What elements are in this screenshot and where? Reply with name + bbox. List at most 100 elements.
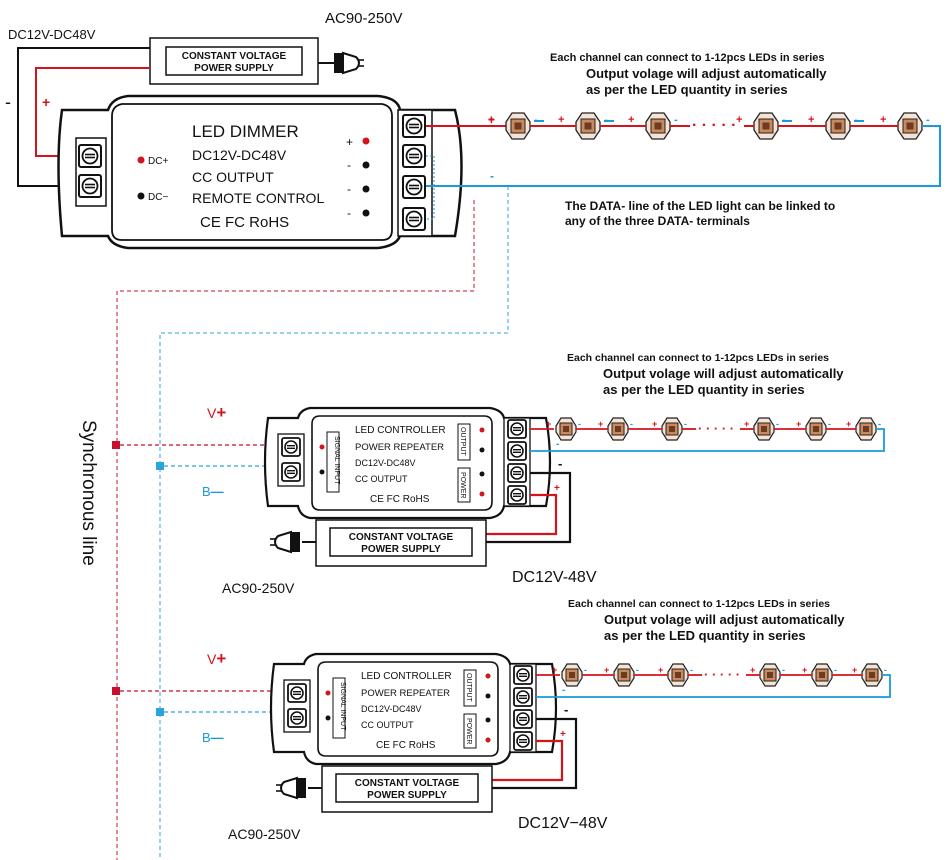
top-input-voltage-label: DC12V-DC48V — [8, 27, 96, 42]
top-led-icon — [645, 112, 671, 140]
led-minus-sign: - — [878, 419, 881, 429]
led-minus-sign: - — [674, 114, 678, 126]
led-plus-sign: + — [808, 114, 814, 126]
repeater-led-icon — [759, 663, 781, 687]
top-led-icon — [753, 112, 779, 140]
v-label: V — [207, 651, 217, 667]
b-label: B — [202, 484, 211, 499]
repeater-line2: POWER REPEATER — [355, 442, 444, 453]
led-plus-sign: + — [604, 665, 609, 675]
repeater-psu-line2: POWER SUPPLY — [361, 544, 441, 555]
led-plus-sign: + — [488, 114, 494, 126]
dimmer-out-minus2-sign: - — [347, 182, 351, 196]
repeater-line4: CC OUTPUT — [361, 720, 414, 730]
top-string-negative-return-wire — [426, 125, 941, 187]
dimmer-output-minus3-terminal-icon — [402, 207, 426, 231]
led-plus-sign: + — [628, 114, 634, 126]
repeater-note-line2: Output volage will adjust automatically — [603, 366, 844, 381]
top-led-icon — [825, 112, 851, 140]
repeater-psu-line1: CONSTANT VOLTAGE — [355, 778, 460, 789]
repeater-note-line2: Output volage will adjust automatically — [604, 612, 845, 627]
led-ellipsis: · · · · · — [704, 667, 740, 682]
repeater-note-line3: as per the LED quantity in series — [603, 382, 805, 397]
top-note-line3: as per the LED quantity in series — [586, 82, 788, 97]
dimmer-dc-plus-label: DC+ — [148, 156, 168, 167]
repeater-mains-plug-icon — [269, 531, 301, 553]
top-psu-line2: POWER SUPPLY — [194, 63, 274, 74]
led-minus-sign: - — [578, 419, 581, 429]
led-minus-sign: - — [690, 665, 693, 675]
dimmer-dc-minus-terminal-icon — [78, 174, 102, 198]
top-data-note-line2: any of the three DATA- terminals — [565, 214, 750, 228]
dimmer-certifications: CE FC RoHS — [200, 214, 289, 231]
v-label: V — [207, 405, 217, 421]
led-plus-sign: + — [558, 114, 564, 126]
dimmer-dc-plus-terminal-icon — [78, 144, 102, 168]
led-minus-sign: - — [782, 665, 785, 675]
repeater-out-minus-terminal-icon — [513, 687, 533, 707]
repeater-psu-positive-wire — [486, 493, 558, 536]
output-side-label: OUTPUT — [465, 673, 472, 703]
repeater-led-icon — [861, 663, 883, 687]
led-plus-sign: + — [750, 665, 755, 675]
led-minus-sign: - — [636, 665, 639, 675]
repeater-psu-negative-wire — [492, 717, 578, 790]
repeater-dc-output-label: DC12V-48V — [512, 569, 597, 586]
repeater-note-line1: Each channel can connect to 1-12pcs LEDs… — [567, 352, 829, 364]
repeater-note-line1: Each channel can connect to 1-12pcs LEDs… — [568, 598, 830, 610]
repeater-dc-output-label: DC12V−48V — [518, 815, 608, 832]
led-minus-sign: - — [776, 419, 779, 429]
sync-lines: Synchronous line — [78, 186, 509, 860]
led-plus-sign: + — [796, 419, 801, 429]
repeater-line4: CC OUTPUT — [355, 474, 408, 484]
led-ellipsis: · · · · · — [692, 117, 736, 134]
power-side-label: POWER — [465, 718, 472, 744]
dimmer-output-plus-terminal-icon — [402, 114, 426, 138]
repeater-certs: CE FC RoHS — [376, 740, 436, 751]
sync-v-node — [112, 687, 120, 695]
psu-plus-sign: + — [560, 729, 566, 740]
repeater-led-icon — [661, 417, 683, 441]
top-led-icon — [505, 112, 531, 140]
repeater-signal-v-terminal-icon — [281, 437, 301, 457]
repeater-led-icon — [805, 417, 827, 441]
top-input-plus-sign: + — [42, 94, 50, 110]
repeater-note-line3: as per the LED quantity in series — [604, 628, 806, 643]
repeater-signal-b-terminal-icon — [281, 462, 301, 482]
led-minus-sign: - — [630, 419, 633, 429]
v-plus-label: V+ — [207, 403, 226, 422]
led-minus-sign: - — [584, 665, 587, 675]
led-minus-sign: - — [884, 665, 887, 675]
top-note-line1: Each channel can connect to 1-12pcs LEDs… — [550, 52, 825, 64]
dimmer-voltage: DC12V-DC48V — [192, 147, 287, 163]
repeater-led-icon — [855, 417, 877, 441]
b-minus-label: B— — [202, 484, 224, 499]
top-note-line2: Output volage will adjust automatically — [586, 66, 827, 81]
v-plus-label: V+ — [207, 649, 226, 668]
repeater-led-icon — [811, 663, 833, 687]
top-data-note-line1: The DATA- line of the LED light can be l… — [565, 199, 835, 213]
top-led-icon — [897, 112, 923, 140]
b-minus-label: B— — [202, 730, 224, 745]
led-plus-sign: + — [552, 665, 557, 675]
repeater-mains-label: AC90-250V — [228, 826, 301, 842]
led-plus-sign: + — [852, 665, 857, 675]
power-side-label: POWER — [459, 472, 466, 498]
v-plus-sign: + — [216, 649, 226, 668]
dimmer-dc-minus-label: DC− — [148, 192, 168, 203]
dimmer-output-type: CC OUTPUT — [192, 169, 274, 185]
repeater-led-icon — [561, 663, 583, 687]
dimmer-out-minus3-sign: - — [347, 206, 351, 220]
output-side-label: OUTPUT — [459, 427, 466, 457]
repeater-signal-b-terminal-icon — [287, 708, 307, 728]
dimmer-output-minus1-terminal-icon — [402, 144, 426, 168]
dimmer-output-minus2-terminal-icon — [402, 175, 426, 199]
repeater-out-plus-terminal-icon — [507, 419, 527, 439]
repeater-led-icon — [753, 417, 775, 441]
repeater-out-minus-terminal-icon — [507, 441, 527, 461]
top-positive-input-wire — [35, 67, 150, 157]
dimmer-title: LED DIMMER — [192, 122, 299, 141]
